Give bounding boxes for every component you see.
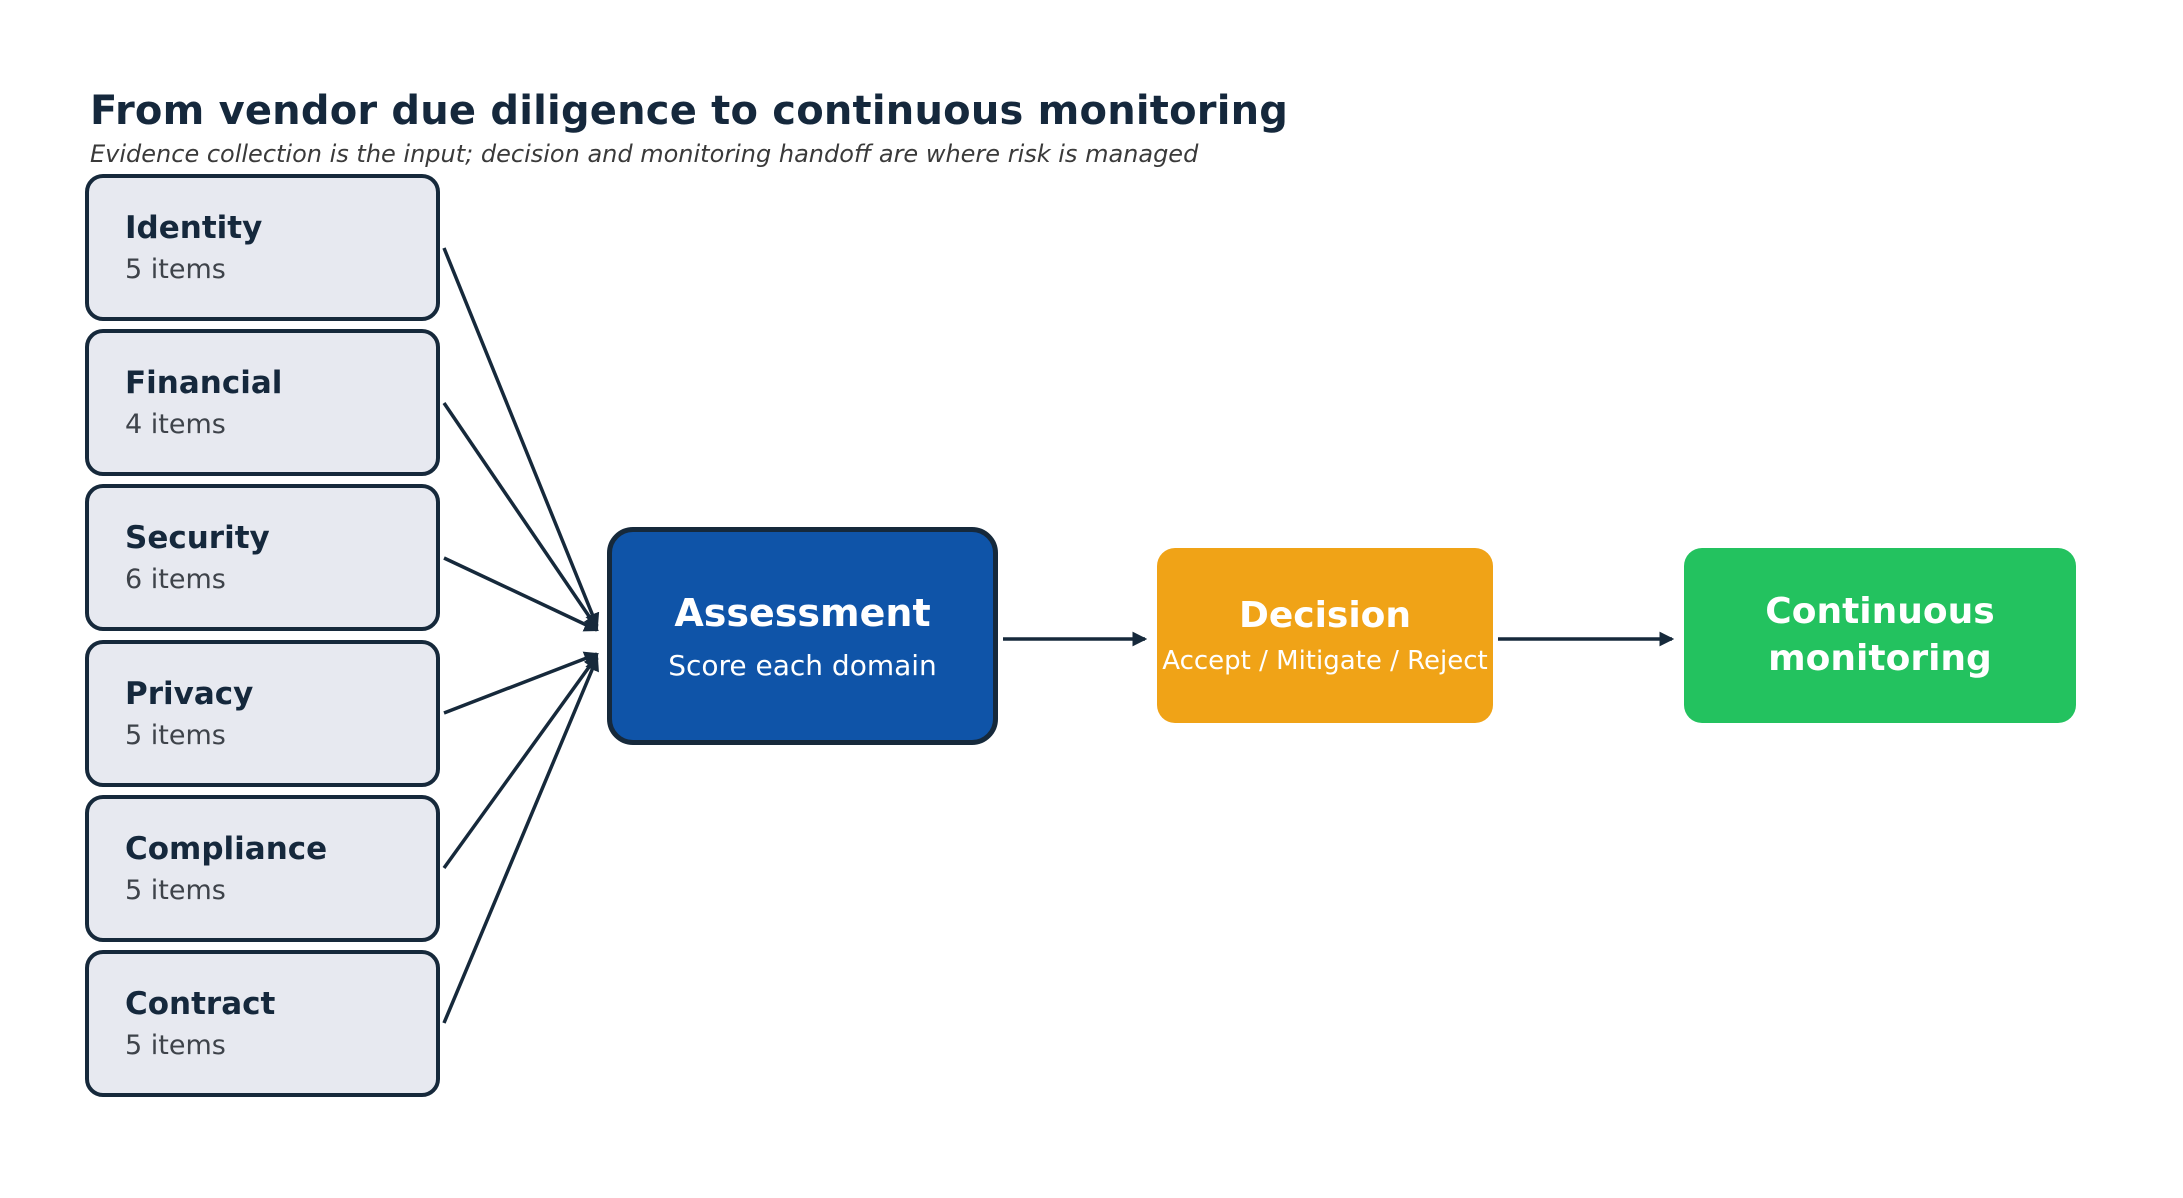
node-label: Financial xyxy=(125,364,283,401)
source-node-privacy: Privacy 5 items xyxy=(85,640,440,787)
source-node-financial: Financial 4 items xyxy=(85,329,440,476)
arrow-identity-to-assessment xyxy=(442,247,600,629)
monitoring-node: Continuous monitoring xyxy=(1684,548,2076,723)
node-label: Identity xyxy=(125,209,263,246)
source-node-security: Security 6 items xyxy=(85,484,440,631)
arrow-compliance-to-assessment xyxy=(442,654,599,870)
page-title: From vendor due diligence to continuous … xyxy=(90,88,1289,134)
stage-label: Assessment xyxy=(674,590,931,635)
source-node-identity: Identity 5 items xyxy=(85,174,440,321)
arrow-contract-to-assessment xyxy=(442,655,599,1024)
node-count: 6 items xyxy=(125,563,226,595)
node-count: 5 items xyxy=(125,1029,226,1061)
stage-label: Decision xyxy=(1238,595,1412,636)
decision-node: Decision Accept / Mitigate / Reject xyxy=(1157,548,1493,723)
node-count: 5 items xyxy=(125,719,226,751)
stage-label: Continuous monitoring xyxy=(1765,590,1995,679)
node-count: 4 items xyxy=(125,408,226,440)
page-subtitle: Evidence collection is the input; decisi… xyxy=(90,140,1199,168)
node-count: 5 items xyxy=(125,874,226,906)
arrow-privacy-to-assessment xyxy=(443,651,600,715)
stage-sublabel: Score each domain xyxy=(668,648,937,682)
node-label: Privacy xyxy=(125,675,254,712)
arrow-financial-to-assessment xyxy=(442,402,599,630)
node-label: Security xyxy=(125,519,270,556)
source-node-compliance: Compliance 5 items xyxy=(85,795,440,942)
node-label: Contract xyxy=(125,985,276,1022)
node-count: 5 items xyxy=(125,253,226,285)
stage-sublabel: Accept / Mitigate / Reject xyxy=(1162,646,1488,676)
source-node-contract: Contract 5 items xyxy=(85,950,440,1097)
arrow-security-to-assessment xyxy=(443,556,599,632)
node-label: Compliance xyxy=(125,830,328,867)
assessment-node: Assessment Score each domain xyxy=(607,527,998,745)
